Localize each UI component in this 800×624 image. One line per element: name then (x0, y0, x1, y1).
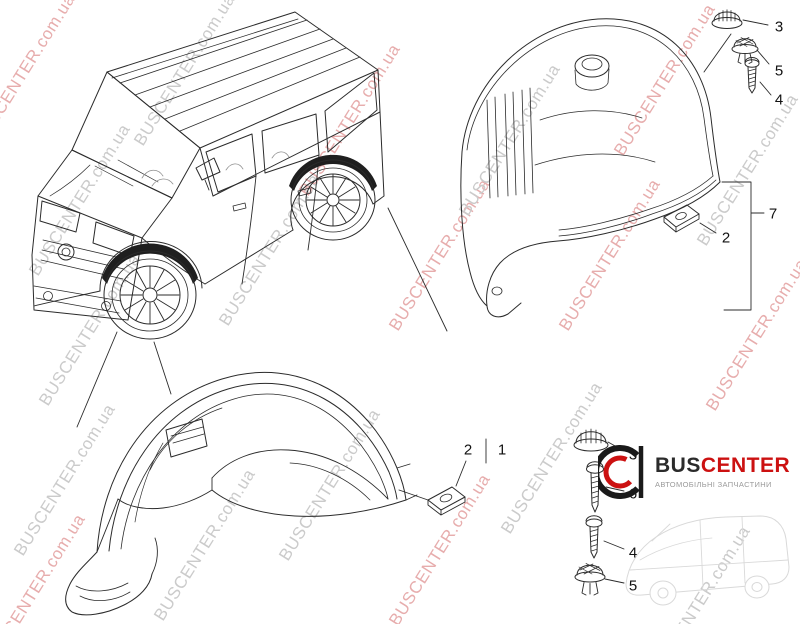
flange-nut-icon (573, 428, 609, 452)
callout-front-clip: 2 (463, 441, 473, 459)
faint-van-sketch (625, 515, 790, 606)
van-line-drawing (31, 11, 385, 340)
rear-wheel-liner-drawing (460, 18, 721, 318)
brand-bus: BUS (655, 454, 701, 477)
callout-rear-clip: 2 (721, 229, 731, 247)
buscenter-logo: BUSCENTER АВТОМОБІЛЬНІ ЗАПЧАСТИНИ (598, 436, 790, 508)
long-screw-icon (586, 461, 604, 513)
callout-rear-assembly: 7 (768, 205, 778, 223)
screw-icon (585, 515, 603, 559)
callout-rear-rivet: 5 (774, 62, 784, 80)
buscenter-logo-mark (598, 445, 647, 499)
expansion-rivet-icon (731, 37, 759, 64)
expansion-grommet-icon (574, 563, 606, 596)
spring-clip-icon (427, 486, 466, 516)
brand-center: CENTER (700, 454, 791, 477)
buscenter-logo-text: BUSCENTER АВТОМОБІЛЬНІ ЗАПЧАСТИНИ (655, 455, 790, 489)
callout-hw-grommet: 5 (628, 577, 638, 595)
callout-rear-screw: 4 (774, 91, 784, 109)
screw-icon (744, 57, 760, 94)
callout-hw-screw: 4 (628, 544, 638, 562)
brand-tagline: АВТОМОБІЛЬНІ ЗАПЧАСТИНИ (655, 480, 772, 489)
brand-name: BUSCENTER (655, 455, 790, 476)
callout-leader-lines (76, 19, 772, 584)
spring-clip-icon (663, 204, 700, 233)
callout-front-assembly: 1 (497, 441, 507, 459)
front-wheel-liner-drawing (65, 371, 418, 616)
callout-rear-nut: 3 (774, 18, 784, 36)
flange-nut-icon (711, 9, 743, 29)
